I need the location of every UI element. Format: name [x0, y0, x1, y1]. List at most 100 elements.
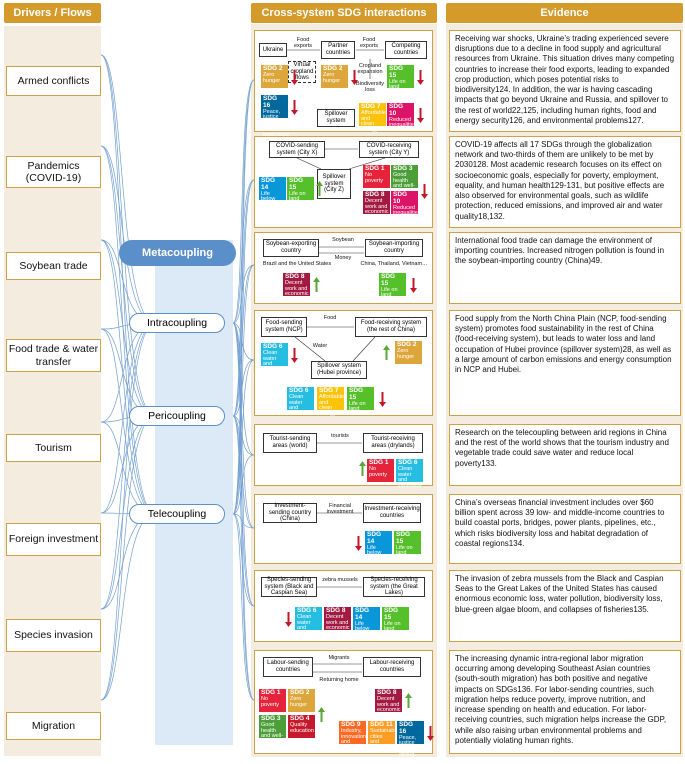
- driver-flow-line: [100, 54, 156, 324]
- sdg-name: Zero hunger: [290, 695, 308, 708]
- telecoupling-label: Telecoupling: [129, 504, 225, 524]
- sdg-number: SDG 15: [396, 531, 411, 545]
- box-species-receiving: Species-receiving system (the Great Lake…: [363, 577, 425, 597]
- sdg-number: SDG 11: [370, 721, 393, 728]
- pericoupling-label: Pericoupling: [129, 406, 225, 426]
- sdg-name: Decent work and economic growth: [326, 613, 350, 638]
- driver-flow-line: [100, 322, 156, 701]
- panel-flow-line: [232, 454, 255, 515]
- panel-arrows: [317, 442, 362, 444]
- label-migrants: Migrants: [328, 655, 350, 661]
- panel-flow-line: [232, 322, 255, 607]
- evidence-migration: The increasing dynamic intra-regional la…: [449, 650, 681, 754]
- driver-flow-line: [100, 322, 156, 610]
- sdg-number: SDG 2: [263, 65, 283, 72]
- panel-flow-line: [232, 415, 255, 607]
- cross-system-header: Cross-system SDG interactions: [251, 3, 437, 23]
- driver-foreign-investment: Foreign investment: [6, 523, 101, 556]
- sdg-number: SDG 8: [377, 689, 397, 696]
- driver-flow-line: [100, 415, 156, 701]
- label-food-exports-2: Food exports: [359, 37, 379, 50]
- panel-flow-line: [232, 79, 255, 417]
- label-water: Water: [312, 343, 328, 349]
- driver-flow-line: [100, 513, 156, 701]
- box-labour-sending: Labour-sending countries: [263, 657, 313, 677]
- sdg-number: SDG 15: [289, 177, 304, 191]
- panel-food-water: Food-sending system (NCP) Food-receiving…: [254, 310, 433, 418]
- panel-investment: Investment-sending country (China) Inves…: [254, 494, 433, 564]
- sdg-number: SDG 8: [326, 607, 346, 614]
- box-investment-receiving: Investment-receiving countries: [363, 503, 421, 523]
- box-covid-sending: COVID-sending system (City X): [269, 141, 325, 158]
- label-brazil-us: Brazil and the United States: [262, 261, 332, 267]
- evidence-species: The invasion of zebra mussels from the B…: [449, 570, 681, 642]
- sdg-number: SDG 16: [263, 95, 278, 109]
- sdg-number: SDG 1: [365, 165, 385, 172]
- sdg-name: Life on land: [396, 544, 413, 557]
- box-soybean-importing: Soybean-importing country: [365, 239, 423, 257]
- evidence-soybean: International food trade can damage the …: [449, 232, 681, 304]
- label-food: Food: [323, 315, 337, 321]
- sdg-number: SDG 6: [297, 607, 317, 614]
- driver-food-trade: Food trade & water transfer: [6, 339, 101, 372]
- box-soybean-exporting: Soybean-exporting country: [263, 239, 319, 257]
- label-food-exports-1: Food exports: [293, 37, 313, 50]
- box-ukraine: Ukraine: [259, 43, 287, 57]
- metacoupling-label: Metacoupling: [119, 240, 236, 266]
- driver-flow-line: [100, 415, 156, 514]
- sdg-number: SDG 2: [397, 341, 417, 348]
- sdg-number: SDG 15: [389, 65, 404, 79]
- sdg-number: SDG 15: [381, 273, 396, 287]
- panel-flow-line: [232, 359, 255, 515]
- sdg-name: Clean water and sanitation: [398, 465, 422, 490]
- label-tourists: tourists: [331, 433, 349, 439]
- sdg-name: Clean water and sanitation: [289, 393, 313, 418]
- sdg-name: Reduced inequalities: [393, 204, 421, 217]
- panel-arrows: [317, 512, 362, 514]
- sdg-name: Life below water: [261, 190, 276, 209]
- evidence-armed-conflicts: Receiving war shocks, Ukraine’s trading …: [449, 30, 681, 132]
- box-partner-countries: Partner countries: [321, 41, 355, 59]
- panel-species: Species-sending system (Black and Caspia…: [254, 570, 433, 642]
- sdg-name: Decent work and economic growth: [365, 197, 389, 222]
- sdg-name: No poverty: [261, 695, 280, 708]
- driver-tourism: Tourism: [6, 434, 101, 462]
- sdg-name: No poverty: [369, 465, 388, 478]
- panel-flow-line: [232, 513, 255, 607]
- box-labour-receiving: Labour-receiving countries: [363, 657, 421, 677]
- sdg-number: SDG 6: [289, 387, 309, 394]
- sdg-number: SDG 1: [261, 689, 281, 696]
- sdg-name: Life on land: [389, 78, 406, 91]
- sdg-number: SDG 1: [369, 459, 389, 466]
- panel-flow-line: [232, 322, 255, 529]
- sdg-name: Zero hunger: [323, 71, 341, 84]
- sdg-number: SDG 2: [323, 65, 343, 72]
- evidence-food-water: Food supply from the North China Plain (…: [449, 310, 681, 416]
- panel-flow-line: [232, 415, 255, 529]
- sdg-number: SDG 8: [365, 191, 385, 198]
- driver-migration: Migration: [6, 712, 101, 740]
- sdg-number: SDG 16: [399, 721, 414, 735]
- panel-flow-line: [232, 264, 255, 515]
